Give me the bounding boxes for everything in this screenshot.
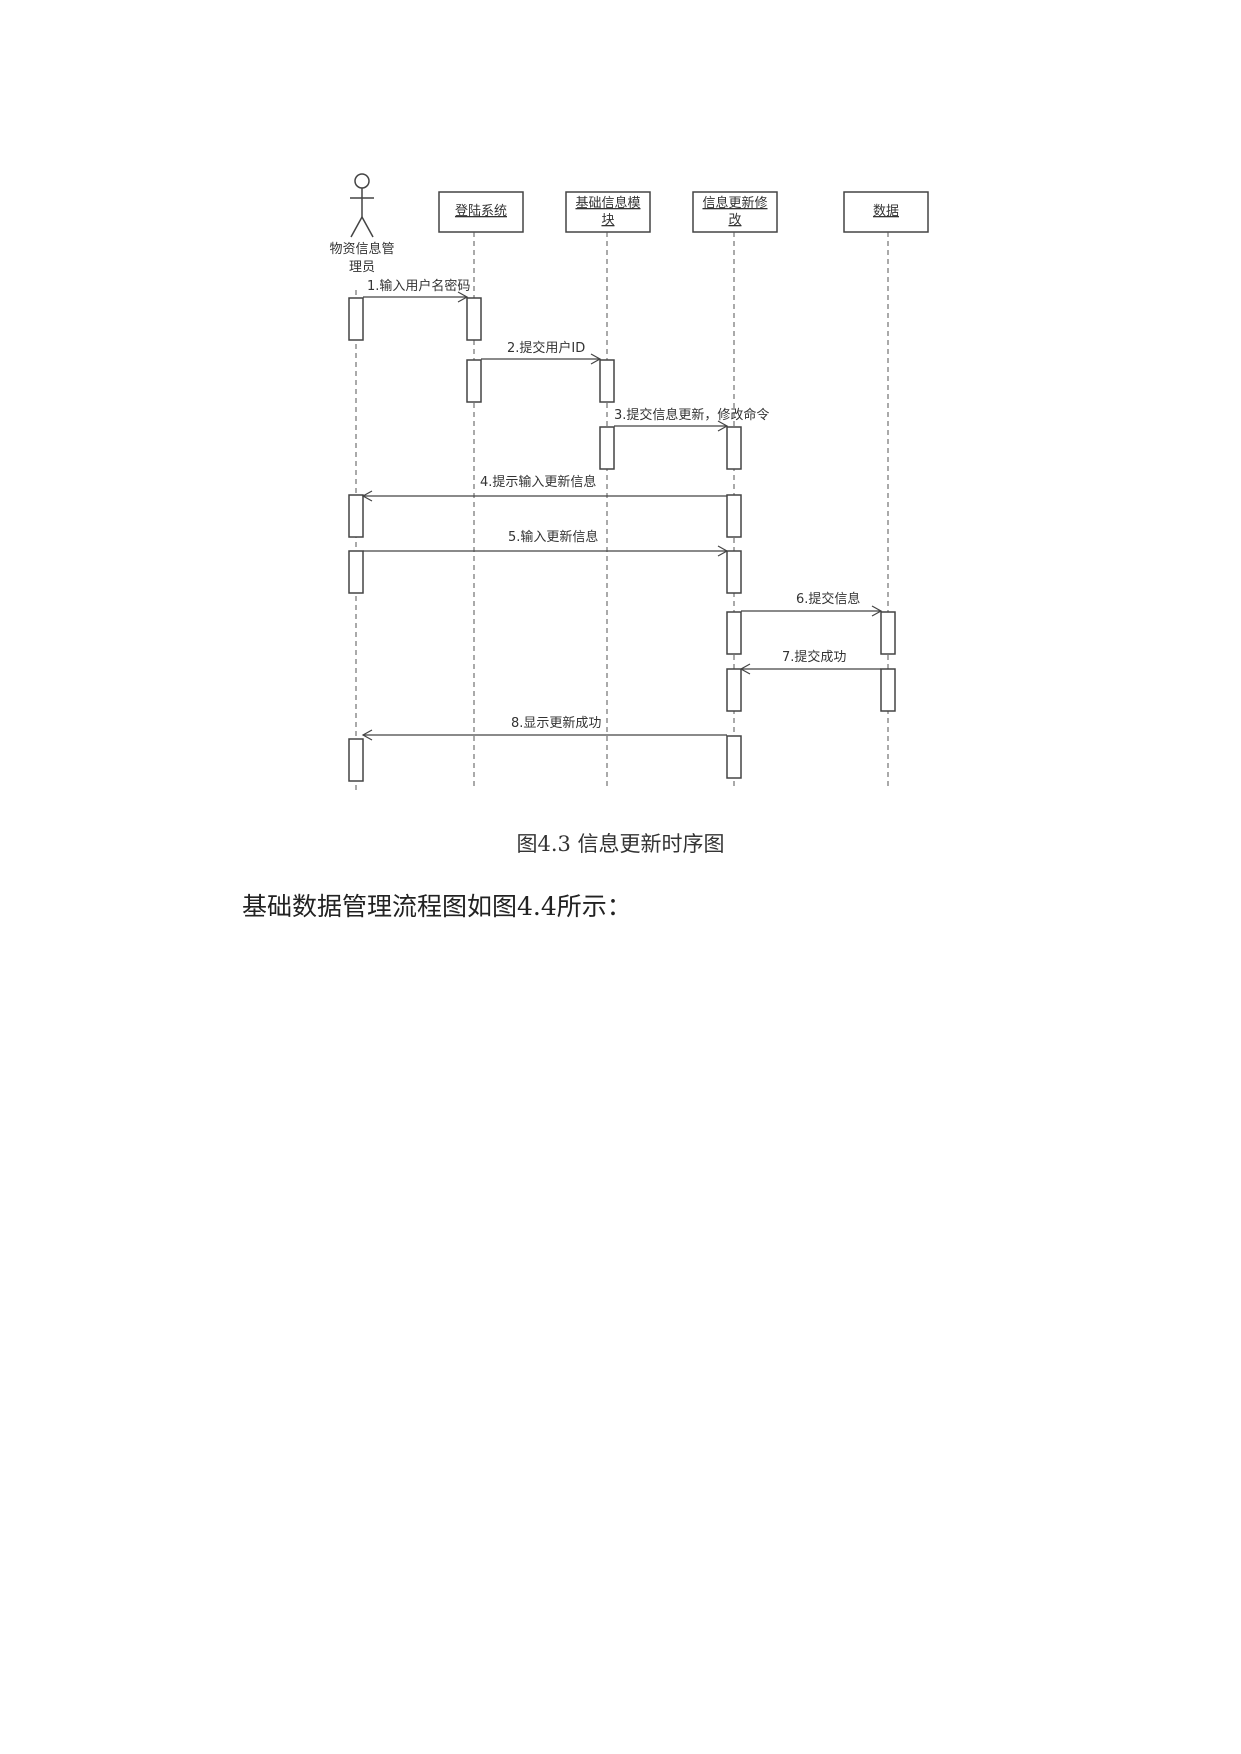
arrowhead-icon bbox=[739, 663, 751, 675]
lifeline-box-data bbox=[843, 191, 929, 233]
actor-figure-icon bbox=[350, 173, 374, 238]
lifeline-basic-label-line2: 块 bbox=[601, 213, 614, 228]
sequence-diagram: 物资信息管 理员 登陆系统 基础信息模 块 信息更新修 改 数据 bbox=[329, 173, 929, 790]
actor-label-line2: 理员 bbox=[349, 260, 375, 275]
arrowhead-icon bbox=[457, 291, 469, 303]
activation-bar bbox=[726, 668, 742, 712]
arrowhead-icon bbox=[871, 605, 883, 617]
arrowhead-icon bbox=[361, 490, 373, 502]
activation-bar bbox=[348, 550, 364, 594]
activation-bar bbox=[726, 550, 742, 594]
activation-bar bbox=[599, 359, 615, 403]
activation-bar bbox=[880, 611, 896, 655]
message-label-5: 5.输入更新信息 bbox=[508, 529, 598, 545]
lifeline-login-label: 登陆系统 bbox=[455, 203, 507, 219]
message-label-7: 7.提交成功 bbox=[782, 649, 846, 665]
message-label-4: 4.提示输入更新信息 bbox=[480, 474, 596, 490]
lifeline-update-label-line2: 改 bbox=[728, 213, 741, 228]
lifeline-data-label: 数据 bbox=[873, 204, 899, 219]
message-label-8: 8.显示更新成功 bbox=[511, 715, 601, 731]
actor-label-line1: 物资信息管 bbox=[329, 241, 394, 257]
message-label-1: 1.输入用户名密码 bbox=[367, 278, 470, 294]
lifeline-update-label-line1: 信息更新修 bbox=[702, 195, 767, 211]
activation-bar bbox=[466, 297, 482, 341]
activation-bar bbox=[348, 494, 364, 538]
activation-bar bbox=[466, 359, 482, 403]
activation-bar bbox=[348, 738, 364, 782]
lifeline-box-login bbox=[438, 191, 524, 233]
message-label-6: 6.提交信息 bbox=[796, 591, 860, 607]
activation-bar bbox=[726, 426, 742, 470]
lifeline-box-basic bbox=[565, 191, 651, 233]
activation-bar bbox=[726, 611, 742, 655]
message-label-3: 3.提交信息更新，修改命令 bbox=[614, 407, 769, 423]
activation-bar bbox=[599, 426, 615, 470]
arrowhead-icon bbox=[361, 729, 373, 741]
figure-caption: 图4.3 信息更新时序图 bbox=[516, 832, 725, 856]
body-paragraph: 基础数据管理流程图如图4.4所示： bbox=[242, 892, 632, 921]
lifeline-basic-label-line1: 基础信息模 bbox=[575, 195, 640, 211]
activation-bar bbox=[880, 668, 896, 712]
activation-bar bbox=[348, 297, 364, 341]
arrowhead-icon bbox=[717, 420, 729, 432]
arrowhead-icon bbox=[717, 545, 729, 557]
message-label-2: 2.提交用户ID bbox=[507, 340, 585, 356]
activation-bar bbox=[726, 735, 742, 779]
activation-bar bbox=[726, 494, 742, 538]
lifeline-box-update bbox=[692, 191, 778, 233]
arrowhead-icon bbox=[590, 353, 602, 365]
